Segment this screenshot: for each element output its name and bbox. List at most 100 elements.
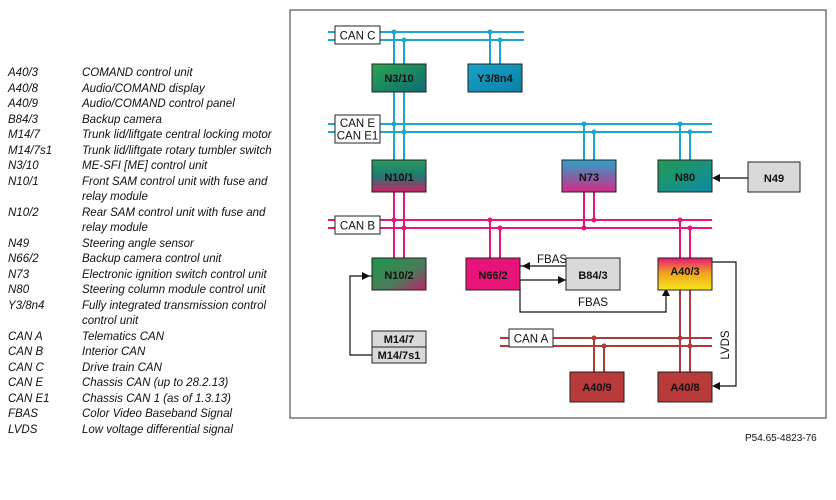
legend-code: N10/1 — [8, 175, 39, 188]
legend-code: M14/7 — [8, 129, 40, 141]
legend-code: A40/3 — [8, 67, 39, 79]
svg-text:CAN A: CAN A — [514, 334, 549, 346]
can-b-label: CAN B — [334, 215, 381, 235]
svg-text:N10/1: N10/1 — [384, 172, 413, 184]
arrowheads — [362, 174, 720, 390]
legend-desc: Fully integrated transmission control co… — [82, 299, 267, 328]
module-a40-9: A40/9 — [569, 371, 625, 403]
legend-row: N66/2 Backup camera control unit — [8, 252, 288, 268]
legend-row: CAN A Telematics CAN — [8, 330, 288, 346]
lvds-label: LVDS — [720, 330, 732, 360]
legend-code: A40/8 — [8, 82, 39, 95]
svg-text:N3/10: N3/10 — [384, 73, 413, 85]
legend-code: N10/2 — [8, 206, 39, 219]
legend-code: M14/7s1 — [8, 144, 53, 157]
svg-text:A40/8: A40/8 — [670, 382, 699, 394]
fbas-label: FBAS — [537, 254, 567, 266]
module-n66-2: N66/2 — [465, 257, 521, 291]
module-n49: N49 — [747, 161, 801, 193]
legend-row: Y3/8n4 Fully integrated transmission cont… — [8, 299, 288, 330]
legend-row: LVDS Low voltage differential signal — [8, 423, 288, 439]
can-e-bus — [328, 123, 712, 160]
figure-reference: P54.65-4823-76 — [745, 433, 817, 444]
legend-code: CAN E1 — [8, 392, 50, 405]
legend-desc: Color Video Baseband Signal — [82, 408, 233, 420]
module-y3-8n4: Y3/8n4 — [467, 63, 523, 93]
legend-code: CAN A — [8, 330, 43, 343]
module-m14-7: M14/7 M14/7s1 — [371, 330, 427, 364]
svg-text:M14/7s1: M14/7s1 — [378, 350, 421, 362]
legend-row: A40/8 Audio/COMAND display — [8, 82, 288, 98]
can-a-label: CAN A — [508, 328, 554, 348]
svg-text:N80: N80 — [675, 172, 695, 184]
can-e-label: CAN E CAN E1 — [334, 114, 381, 144]
svg-text:N49: N49 — [764, 173, 784, 185]
legend-row: CAN B Interior CAN — [8, 345, 288, 361]
module-n10-2: N10/2 — [371, 257, 427, 291]
module-n80: N80 — [657, 159, 713, 193]
diagram-frame — [289, 9, 827, 419]
can-c-label: CAN C — [334, 25, 381, 45]
legend-desc: Trunk lid/liftgate central locking motor — [82, 129, 272, 141]
legend-row: A40/3 COMAND control unit — [8, 66, 288, 82]
legend-desc: Electronic ignition switch control unit — [82, 268, 267, 281]
legend-row: N80 Steering column module control unit — [8, 283, 288, 299]
legend-code: B84/3 — [8, 113, 39, 126]
legend-code: N80 — [8, 284, 30, 296]
legend-code: A40/9 — [8, 98, 39, 110]
svg-text:CAN E1: CAN E1 — [337, 131, 379, 143]
legend-desc: Backup camera control unit — [82, 253, 222, 265]
legend-desc: Telematics CAN — [82, 330, 165, 343]
legend-code: N49 — [8, 237, 30, 250]
legend-desc: Steering column module control unit — [82, 284, 266, 296]
module-a40-3: A40/3 — [657, 257, 713, 291]
can-a-junctions — [591, 335, 693, 349]
legend-code: N73 — [8, 268, 30, 281]
legend-code: Y3/8n4 — [8, 299, 45, 312]
can-b-bus — [328, 192, 712, 258]
svg-text:M14/7: M14/7 — [384, 334, 415, 346]
legend-row: N49 Steering angle sensor — [8, 237, 288, 253]
legend-desc: Audio/COMAND display — [82, 82, 205, 95]
svg-text:N73: N73 — [579, 172, 599, 184]
legend-desc: Low voltage differential signal — [82, 423, 233, 436]
legend-code: LVDS — [8, 423, 38, 436]
svg-text:Y3/8n4: Y3/8n4 — [477, 73, 513, 85]
legend-code: N66/2 — [8, 253, 39, 265]
svg-text:N66/2: N66/2 — [478, 270, 507, 282]
legend-desc: Steering angle sensor — [82, 237, 194, 250]
legend-code: CAN B — [8, 346, 44, 358]
svg-text:CAN C: CAN C — [340, 31, 376, 43]
svg-text:A40/9: A40/9 — [582, 382, 611, 394]
svg-text:N10/2: N10/2 — [384, 270, 413, 282]
svg-text:CAN E: CAN E — [340, 118, 375, 130]
legend-desc: Interior CAN — [82, 346, 146, 358]
legend-code: FBAS — [8, 408, 39, 420]
legend-row: CAN E1 Chassis CAN 1 (as of 1.3.13) — [8, 392, 288, 408]
legend-desc: Chassis CAN 1 (as of 1.3.13) — [82, 392, 231, 405]
module-b84-3: B84/3 — [565, 257, 621, 291]
legend-desc: Rear SAM control unit with fuse and rela… — [82, 206, 266, 235]
legend-desc: Audio/COMAND control panel — [82, 98, 235, 110]
module-a40-8: A40/8 — [657, 371, 713, 403]
legend-row: N10/2 Rear SAM control unit with fuse and… — [8, 206, 288, 237]
can-b-junctions — [391, 217, 693, 231]
module-n10-1: N10/1 — [371, 159, 427, 193]
legend-code: N3/10 — [8, 160, 39, 172]
module-n3-10: N3/10 — [371, 63, 427, 93]
can-c-e-junctions — [391, 29, 693, 135]
svg-text:B84/3: B84/3 — [578, 270, 607, 282]
module-n73: N73 — [561, 159, 617, 193]
legend-row: A40/9 Audio/COMAND control panel — [8, 97, 288, 113]
legend-desc: COMAND control unit — [82, 67, 193, 79]
legend-row: N73 Electronic ignition switch control un… — [8, 268, 288, 284]
fbas-label: FBAS — [578, 297, 608, 309]
legend-row: FBAS Color Video Baseband Signal — [8, 407, 288, 423]
